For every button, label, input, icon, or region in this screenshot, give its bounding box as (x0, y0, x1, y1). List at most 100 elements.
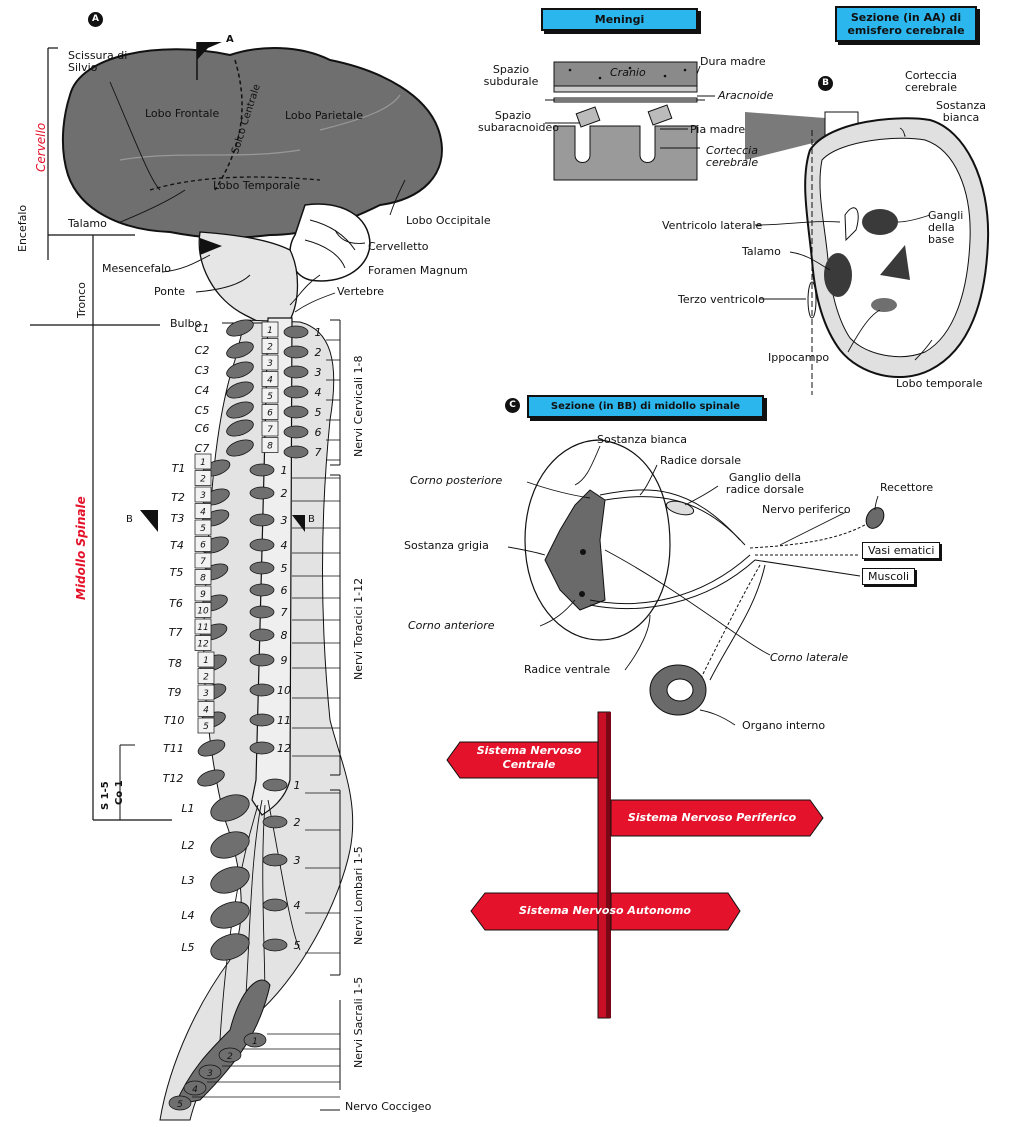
cord-segment-label: 5 (200, 524, 206, 534)
vertebra-body (195, 767, 226, 790)
cervical-nerve-number: 5 (315, 406, 322, 419)
label-vasi-ematici: Vasi ematici (862, 542, 940, 559)
vertebra-body (207, 929, 253, 965)
label-cervelletto: Cervelletto (368, 241, 428, 253)
label-lobo-occipitale: Lobo Occipitale (406, 215, 491, 227)
cord-segment-label: 5 (267, 392, 273, 402)
cervical-nerve-ganglion (284, 446, 308, 458)
vertebra-label: T7 (169, 626, 183, 639)
vertebra-label: T1 (172, 462, 186, 475)
label-nervo-periferico: Nervo periferico (762, 504, 851, 516)
vertebra-body (224, 379, 255, 402)
label-lobo-temporale-aa: Lobo temporale (896, 378, 982, 390)
cervical-nerve-ganglion (284, 326, 308, 338)
vertebra-label: T8 (168, 657, 182, 670)
vertebra-body (196, 737, 227, 760)
cord-segment-label: 3 (203, 689, 209, 699)
vertebra-label: C3 (195, 364, 210, 377)
thoracic-nerve-number: 6 (281, 584, 288, 597)
vertebra-label: L5 (181, 941, 194, 954)
thoracic-nerve-number: 8 (281, 629, 288, 642)
panel-a-badge: A (88, 12, 103, 27)
lumbar-nerve-number: 3 (294, 854, 301, 867)
cord-segment-label: 6 (267, 409, 273, 419)
label-corno-anteriore: Corno anteriore (408, 620, 495, 632)
thoracic-nerve-number: 11 (277, 714, 291, 727)
vertebra-body (207, 862, 253, 898)
lumbar-nerve-number: 1 (294, 779, 301, 792)
vertebra-label: T12 (163, 772, 184, 785)
cord-segment-label: 6 (200, 541, 206, 551)
cord-segment-label: 2 (200, 475, 206, 485)
cervical-nerve-number: 7 (315, 446, 322, 459)
thoracic-nerve-number: 9 (281, 654, 288, 667)
cord-segment-label: 8 (267, 442, 273, 452)
cord-segment-label: 1 (267, 326, 273, 336)
label-corteccia-cerebrale: Corteccia cerebrale (900, 70, 962, 94)
cord-segment-label: 4 (267, 376, 273, 386)
region-tronco: Tronco (75, 282, 88, 318)
lumbar-nerve-number: 5 (294, 939, 301, 952)
thoracic-nerve-number: 10 (277, 684, 291, 697)
title-sezione-bb: Sezione (in BB) di midollo spinale (527, 395, 764, 418)
thoracic-nerve-number: 12 (277, 742, 291, 755)
cord-segment-label: 11 (197, 623, 208, 633)
vertebra-body (224, 437, 255, 460)
label-nervi-lombari: Nervi Lombari 1-5 (352, 846, 365, 945)
vertebra-label: C2 (195, 344, 210, 357)
vertebra-body (224, 339, 255, 362)
label-terzo-ventricolo: Terzo ventricolo (678, 294, 765, 306)
panel-b-badge: B (818, 76, 833, 91)
thoracic-nerve-ganglion (250, 464, 274, 476)
cervical-nerve-ganglion (284, 426, 308, 438)
vertebra-label: T9 (168, 686, 182, 699)
label-talamo: Talamo (68, 218, 107, 230)
panel-c-badge: C (505, 398, 520, 413)
vertebra-label: T6 (169, 597, 183, 610)
region-cervello: Cervello (34, 123, 48, 172)
label-vertebre: Vertebre (337, 286, 384, 298)
label-b-right: B (308, 514, 315, 526)
label-ventricolo-laterale: Ventricolo laterale (662, 220, 762, 232)
cord-segment-label: 5 (203, 722, 209, 732)
cervical-nerve-number: 3 (315, 366, 322, 379)
label-nervi-cervicali: Nervi Cervicali 1-8 (352, 356, 365, 457)
cervical-nerve-ganglion (284, 366, 308, 378)
label-spazio-subdurale: Spazio subdurale (478, 64, 544, 88)
label-corteccia-meningi: Corteccia cerebrale (704, 145, 760, 169)
region-midollo: Midollo Spinale (74, 496, 88, 600)
thoracic-nerve-ganglion (250, 714, 274, 726)
cervical-nerve-number: 2 (315, 346, 322, 359)
cord-segment-label: 4 (200, 508, 206, 518)
thoracic-nerve-ganglion (250, 606, 274, 618)
vertebra-label: C5 (195, 404, 210, 417)
label-ponte: Ponte (154, 286, 185, 298)
cervical-nerve-ganglion (284, 406, 308, 418)
label-dura-madre: Dura madre (700, 56, 766, 68)
vertebra-body (224, 417, 255, 440)
label-scissura: Scissura di Silvio (68, 50, 140, 74)
sign-centrale: Sistema Nervoso Centrale (462, 744, 596, 772)
vertebra-body (207, 790, 253, 826)
thoracic-nerve-ganglion (250, 487, 274, 499)
lumbar-nerve-ganglion (263, 854, 287, 866)
label-b-left: B (126, 514, 133, 526)
label-foramen: Foramen Magnum (368, 265, 468, 277)
label-pia-madre: Pia madre (690, 124, 745, 136)
label-organo-interno: Organo interno (742, 720, 825, 732)
sacral-number: 4 (192, 1085, 198, 1095)
label-corno-posteriore: Corno posteriore (410, 475, 502, 487)
thoracic-nerve-number: 3 (281, 514, 288, 527)
label-lobo-temporale: Lobo Temporale (213, 180, 300, 192)
label-recettore: Recettore (880, 482, 933, 494)
cervical-nerve-ganglion (284, 386, 308, 398)
label-cranio: Cranio (610, 67, 646, 79)
thoracic-nerve-number: 7 (281, 606, 288, 619)
cervical-nerve-number: 6 (315, 426, 322, 439)
label-mesencefalo: Mesencefalo (102, 263, 171, 275)
thoracic-nerve-ganglion (250, 584, 274, 596)
label-ganglio: Ganglio della radice dorsale (720, 472, 810, 496)
cord-segment-label: 3 (267, 359, 273, 369)
region-encefalo: Encefalo (16, 205, 29, 252)
